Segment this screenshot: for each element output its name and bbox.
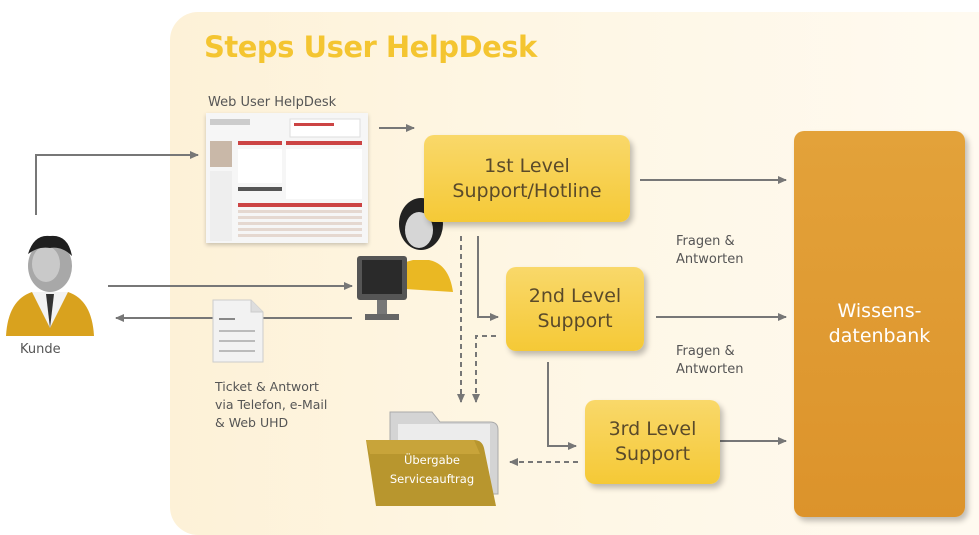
ticket-document-icon: [212, 299, 264, 363]
web-helpdesk-label: Web User HelpDesk: [208, 95, 337, 110]
qa-label-1: Fragen &Antworten: [676, 234, 744, 267]
customer-avatar-icon: [6, 235, 94, 336]
handover-label: Übergabe Serviceauftrag: [389, 453, 475, 486]
ticket-note: Ticket & Antwort via Telefon, e-Mail & W…: [215, 379, 328, 430]
customer-to-web-arrow: [35, 151, 199, 215]
level2-to-level3-arrow: [547, 362, 577, 450]
web-helpdesk-screenshot: [206, 113, 368, 243]
diagram-title: Steps User HelpDesk: [204, 30, 537, 64]
qa-label-2: Fragen &Antworten: [676, 344, 744, 377]
knowledge-database-box: Wissens-datenbank: [794, 131, 965, 517]
level2-handover-dashed-arrow: [472, 335, 496, 403]
customer-label: Kunde: [20, 342, 61, 357]
level1-to-level2-arrow: [477, 236, 499, 321]
web-page-thumbnail-icon: [206, 113, 368, 243]
handover-folder-icon: [366, 411, 499, 506]
